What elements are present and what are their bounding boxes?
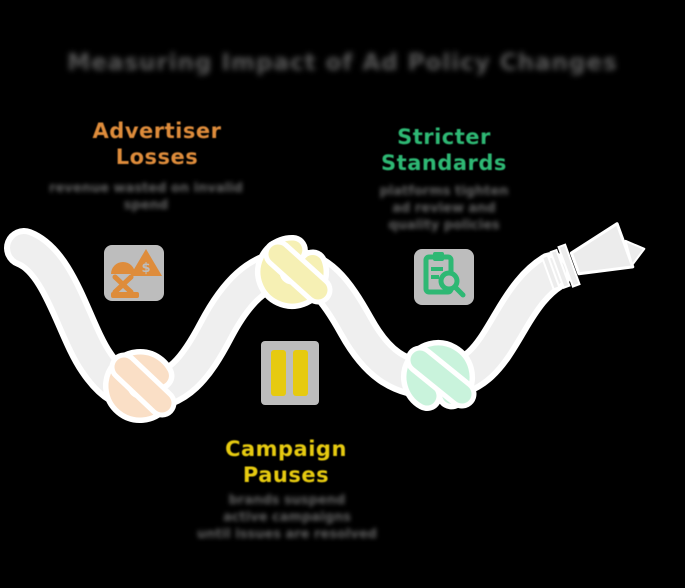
desc-line: quality policies (388, 218, 500, 233)
heading-line: Advertiser (92, 119, 222, 143)
dollar-glyph: $ (141, 261, 150, 276)
desc-line: spend (123, 198, 169, 213)
desc-line: revenue wasted on invalid (49, 181, 243, 196)
description-advertiser-losses: revenue wasted on invalid spend (41, 180, 251, 214)
heading-line: Standards (381, 151, 507, 175)
heading-campaign-pauses: Campaign Pauses (176, 436, 396, 488)
description-stricter-standards: platforms tighten ad review and quality … (339, 183, 549, 234)
heading-line: Pauses (242, 463, 330, 487)
knot-advertiser-losses (103, 349, 178, 423)
page-title: Measuring Impact of Ad Policy Changes (67, 50, 618, 76)
pause-icon (261, 341, 319, 405)
heading-stricter-standards: Stricter Standards (334, 124, 554, 176)
money-loss-warning-icon: $ (104, 245, 164, 301)
description-campaign-pauses: brands suspend active campaigns until is… (182, 492, 392, 543)
heading-advertiser-losses: Advertiser Losses (47, 118, 267, 170)
desc-line: ad review and (392, 201, 496, 216)
desc-line: until issues are resolved (197, 527, 377, 542)
heading-line: Stricter (397, 125, 491, 149)
heading-line: Losses (115, 145, 199, 169)
desc-line: brands suspend (228, 493, 346, 508)
desc-line: platforms tighten (379, 184, 509, 199)
heading-line: Campaign (225, 437, 347, 461)
arrow-end-icon (540, 222, 646, 291)
clipboard-magnifier-icon (414, 249, 474, 305)
knot-campaign-pauses (255, 235, 333, 309)
knot-stricter-standards (401, 340, 477, 414)
desc-line: active campaigns (223, 510, 351, 525)
